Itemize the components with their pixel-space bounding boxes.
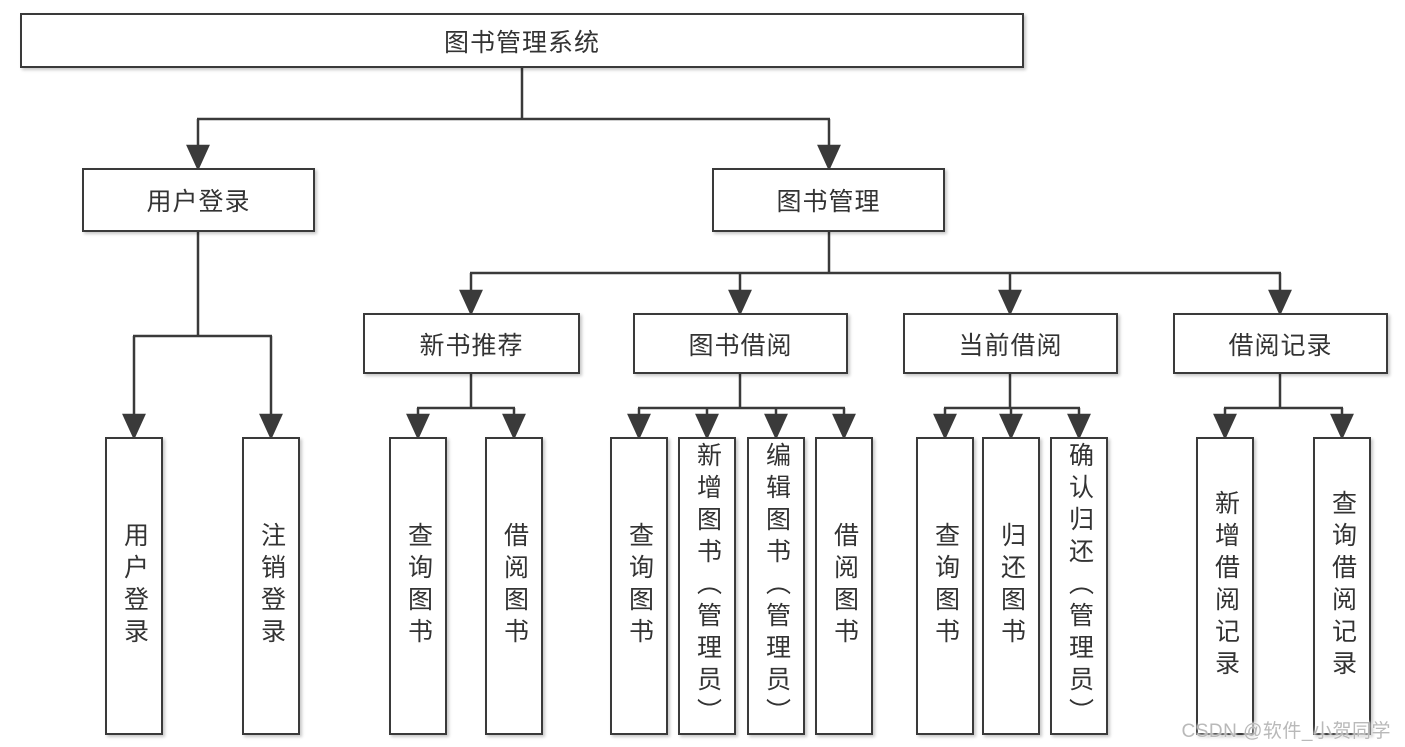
leaf-borrow-books-recommend-label: 借阅图书	[500, 522, 529, 650]
node-book-borrowing: 图书借阅	[633, 313, 848, 374]
connector-borrowing-records-to-leaves	[1213, 374, 1354, 441]
leaf-borrow-books-borrowing-label: 借阅图书	[830, 522, 859, 650]
leaf-logout-label: 注销登录	[257, 522, 286, 650]
leaf-edit-books-admin-label: 编辑图书（管理员）	[762, 442, 791, 730]
connector-new-book-recommend-to-leaves	[406, 374, 526, 441]
connector-book-borrowing-to-leaves	[627, 374, 856, 441]
leaf-add-borrow-record-label: 新增借阅记录	[1211, 490, 1240, 682]
leaf-query-books-current-label: 查询图书	[931, 522, 960, 650]
leaf-query-books-recommend: 查询图书	[389, 437, 447, 735]
connector-book-management-to-level3	[459, 232, 1292, 317]
node-user-login: 用户登录	[82, 168, 315, 232]
leaf-query-books-recommend-label: 查询图书	[404, 522, 433, 650]
node-library-management-system: 图书管理系统	[20, 13, 1024, 68]
leaf-user-login: 用户登录	[105, 437, 163, 735]
leaf-query-borrow-record-label: 查询借阅记录	[1328, 490, 1357, 682]
node-new-book-recommendation: 新书推荐	[363, 313, 580, 374]
leaf-add-books-admin-label: 新增图书（管理员）	[693, 442, 722, 730]
leaf-edit-books-admin: 编辑图书（管理员）	[747, 437, 805, 735]
connector-user-login-to-leaves	[122, 232, 283, 441]
connector-root-to-level2	[186, 67, 841, 172]
leaf-confirm-return-admin-label: 确认归还（管理员）	[1065, 442, 1094, 730]
node-current-borrowing: 当前借阅	[903, 313, 1118, 374]
leaf-add-books-admin: 新增图书（管理员）	[678, 437, 736, 735]
leaf-confirm-return-admin: 确认归还（管理员）	[1050, 437, 1108, 735]
node-book-management: 图书管理	[712, 168, 945, 232]
leaf-query-books-borrowing: 查询图书	[610, 437, 668, 735]
leaf-user-login-label: 用户登录	[120, 522, 149, 650]
node-borrowing-records: 借阅记录	[1173, 313, 1388, 374]
leaf-query-books-current: 查询图书	[916, 437, 974, 735]
leaf-logout: 注销登录	[242, 437, 300, 735]
connector-current-borrowing-to-leaves	[933, 374, 1091, 441]
leaf-return-books: 归还图书	[982, 437, 1040, 735]
leaf-query-books-borrowing-label: 查询图书	[625, 522, 654, 650]
leaf-add-borrow-record: 新增借阅记录	[1196, 437, 1254, 735]
leaf-borrow-books-recommend: 借阅图书	[485, 437, 543, 735]
watermark: CSDN @软件_小贺同学	[1181, 721, 1391, 742]
leaf-query-borrow-record: 查询借阅记录	[1313, 437, 1371, 735]
leaf-borrow-books-borrowing: 借阅图书	[815, 437, 873, 735]
leaf-return-books-label: 归还图书	[997, 522, 1026, 650]
